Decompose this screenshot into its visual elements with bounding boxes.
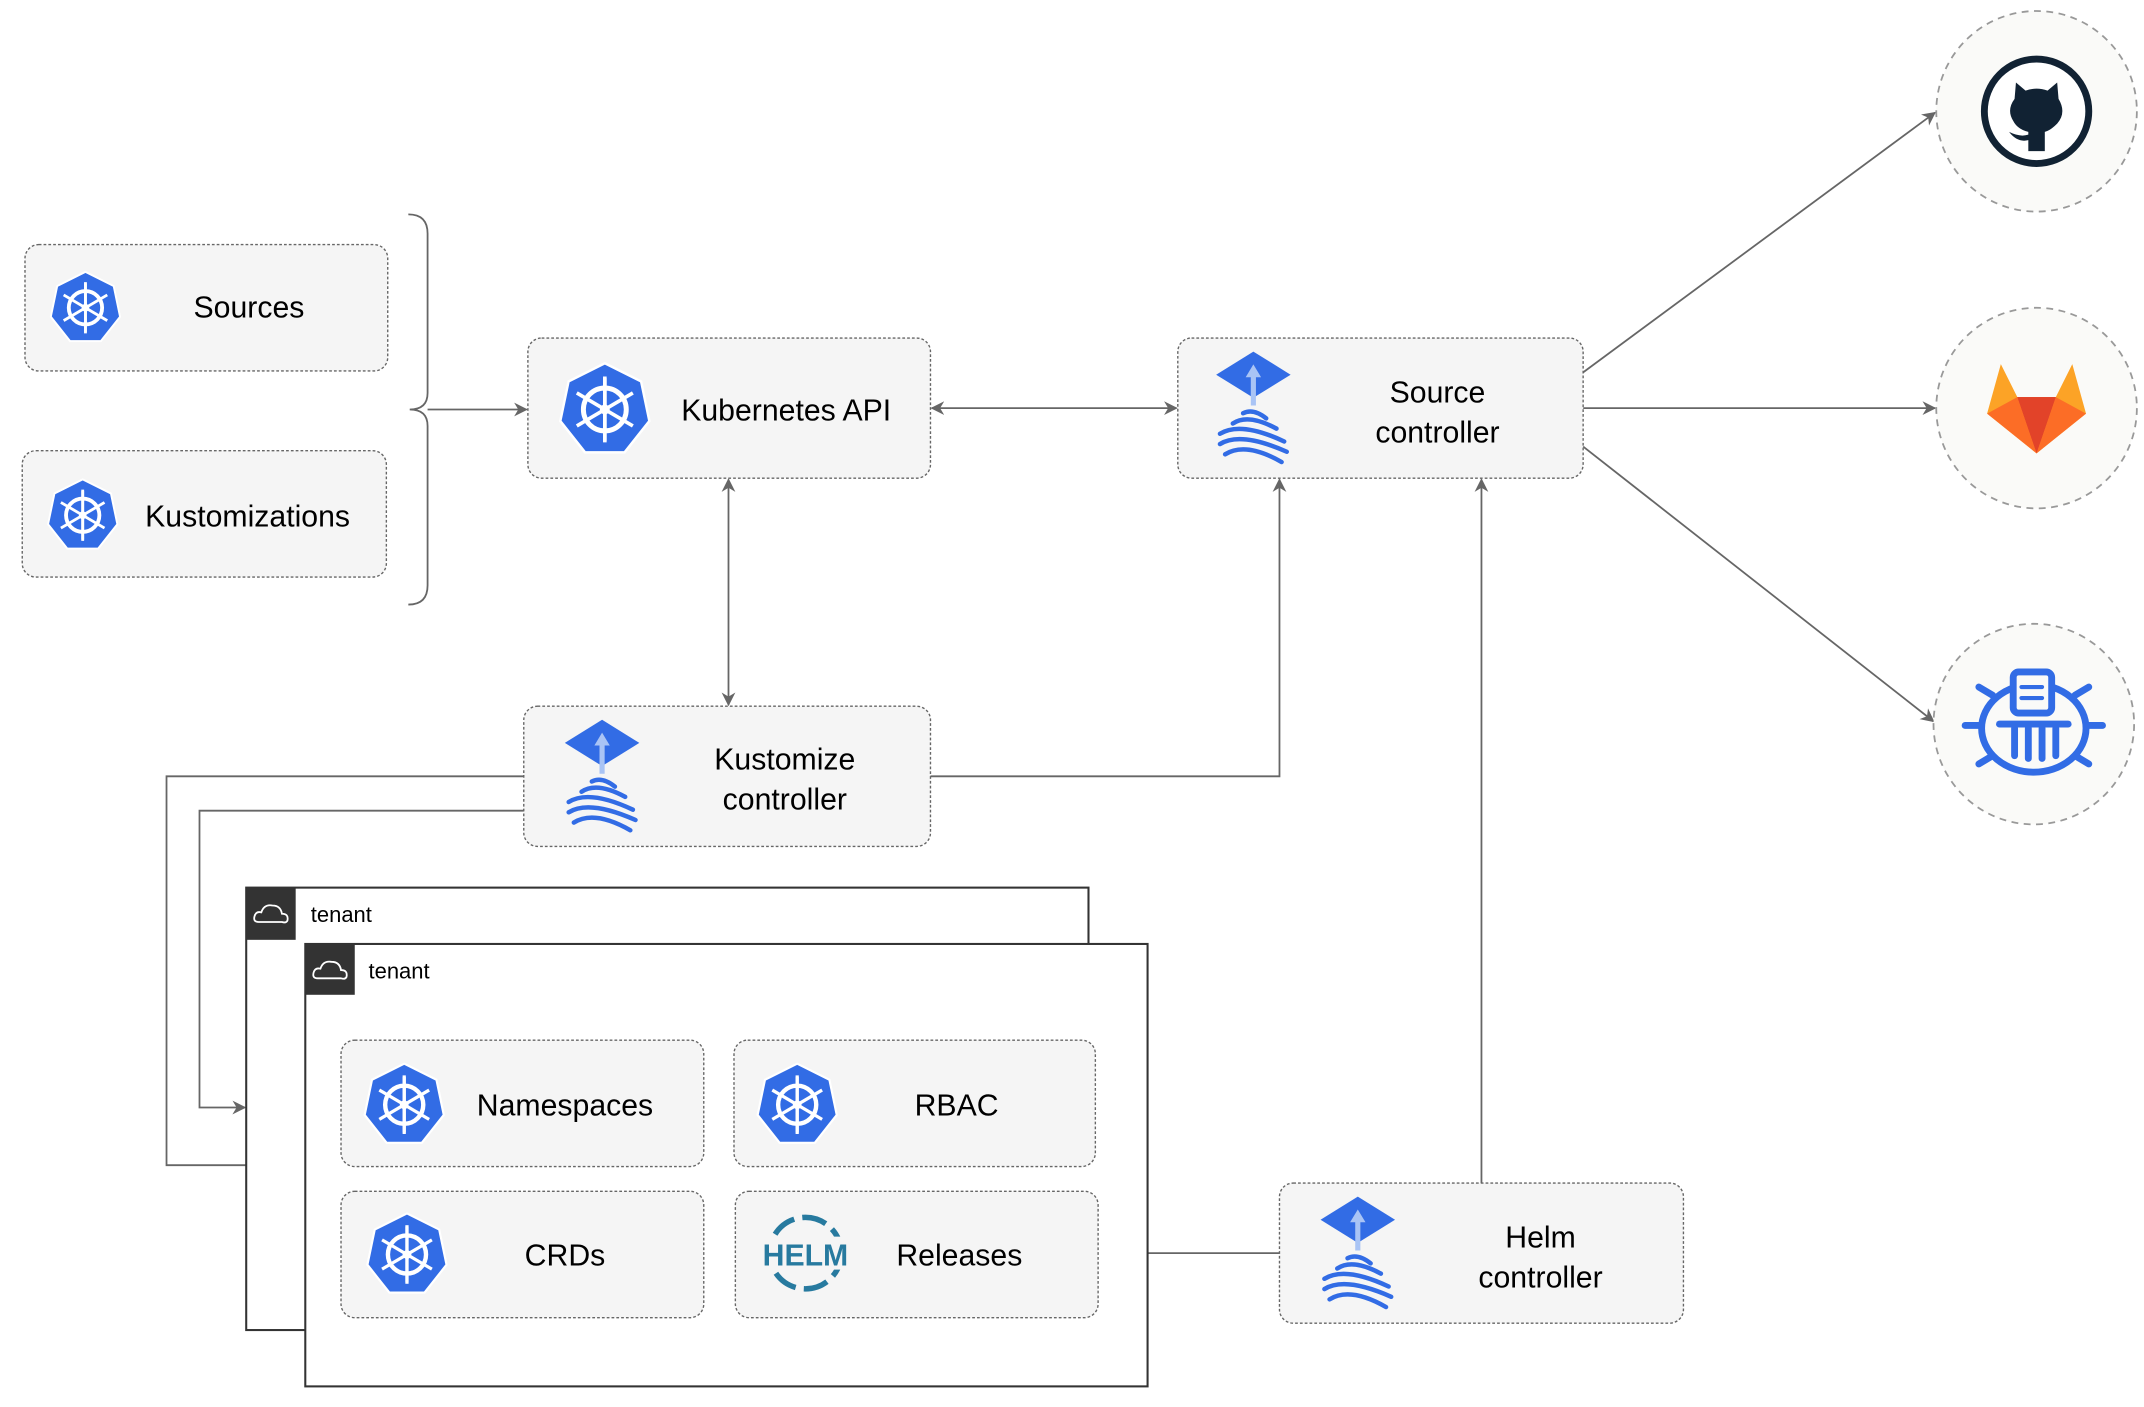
connectors bbox=[165, 111, 1937, 1260]
arrow-source-github bbox=[1582, 111, 1936, 374]
github-icon bbox=[1980, 55, 2093, 167]
kustomize-controller-label-2: controller bbox=[723, 783, 847, 816]
arrow-kustomize-source bbox=[930, 478, 1287, 778]
tenant-label: tenant bbox=[369, 958, 430, 983]
arrow-kustomize-tenant-back bbox=[198, 809, 524, 1115]
svg-text:HELM: HELM bbox=[763, 1239, 849, 1272]
kustomize-controller-node[interactable]: Kustomize controller bbox=[523, 705, 932, 848]
bucket-source[interactable] bbox=[1932, 622, 2136, 826]
namespaces-label: Namespaces bbox=[477, 1090, 653, 1123]
helm-icon: HELM bbox=[763, 1214, 849, 1292]
github-source[interactable] bbox=[1935, 10, 2138, 213]
helm-controller-node[interactable]: Helm controller bbox=[1278, 1182, 1685, 1324]
gitlab-icon bbox=[1987, 364, 2087, 454]
tenant-header-icon-bg bbox=[246, 887, 296, 940]
tenant-header-icon-bg bbox=[305, 943, 355, 995]
kubernetes-api-label: Kubernetes API bbox=[681, 394, 891, 427]
tenant-label: tenant bbox=[311, 902, 372, 927]
gitlab-source[interactable] bbox=[1935, 306, 2138, 510]
cloud-icon bbox=[312, 960, 348, 980]
namespaces-node[interactable]: Namespaces bbox=[340, 1039, 705, 1168]
arrow-source-bucket bbox=[1582, 445, 1935, 723]
source-controller-label-1: Source bbox=[1390, 377, 1486, 410]
rbac-node[interactable]: RBAC bbox=[733, 1039, 1097, 1168]
kustomize-controller-label-1: Kustomize bbox=[714, 743, 855, 776]
kustomizations-node[interactable]: Kustomizations bbox=[21, 449, 388, 578]
source-controller-label-2: controller bbox=[1375, 416, 1499, 449]
kubernetes-api-node[interactable]: Kubernetes API bbox=[527, 337, 932, 479]
helm-controller-label-2: controller bbox=[1478, 1261, 1602, 1294]
crds-node[interactable]: CRDs bbox=[340, 1190, 705, 1319]
sources-node[interactable]: Sources bbox=[24, 243, 389, 372]
cloud-icon bbox=[253, 904, 289, 924]
releases-label: Releases bbox=[896, 1239, 1022, 1272]
kustomizations-label: Kustomizations bbox=[145, 500, 350, 533]
crds-label: CRDs bbox=[525, 1239, 606, 1272]
arrow-kustomize-tenant-front bbox=[165, 775, 524, 1173]
releases-node[interactable]: HELM Releases bbox=[734, 1190, 1099, 1319]
source-controller-node[interactable]: Source controller bbox=[1177, 337, 1584, 479]
bucket-icon bbox=[1961, 668, 2106, 776]
sources-label: Sources bbox=[194, 291, 305, 324]
tenant-front[interactable]: tenant Namespaces RBAC CRDs HELM Release… bbox=[304, 942, 1149, 1388]
rbac-label: RBAC bbox=[915, 1090, 999, 1123]
bracket bbox=[408, 213, 429, 606]
helm-controller-label-1: Helm bbox=[1505, 1222, 1576, 1255]
